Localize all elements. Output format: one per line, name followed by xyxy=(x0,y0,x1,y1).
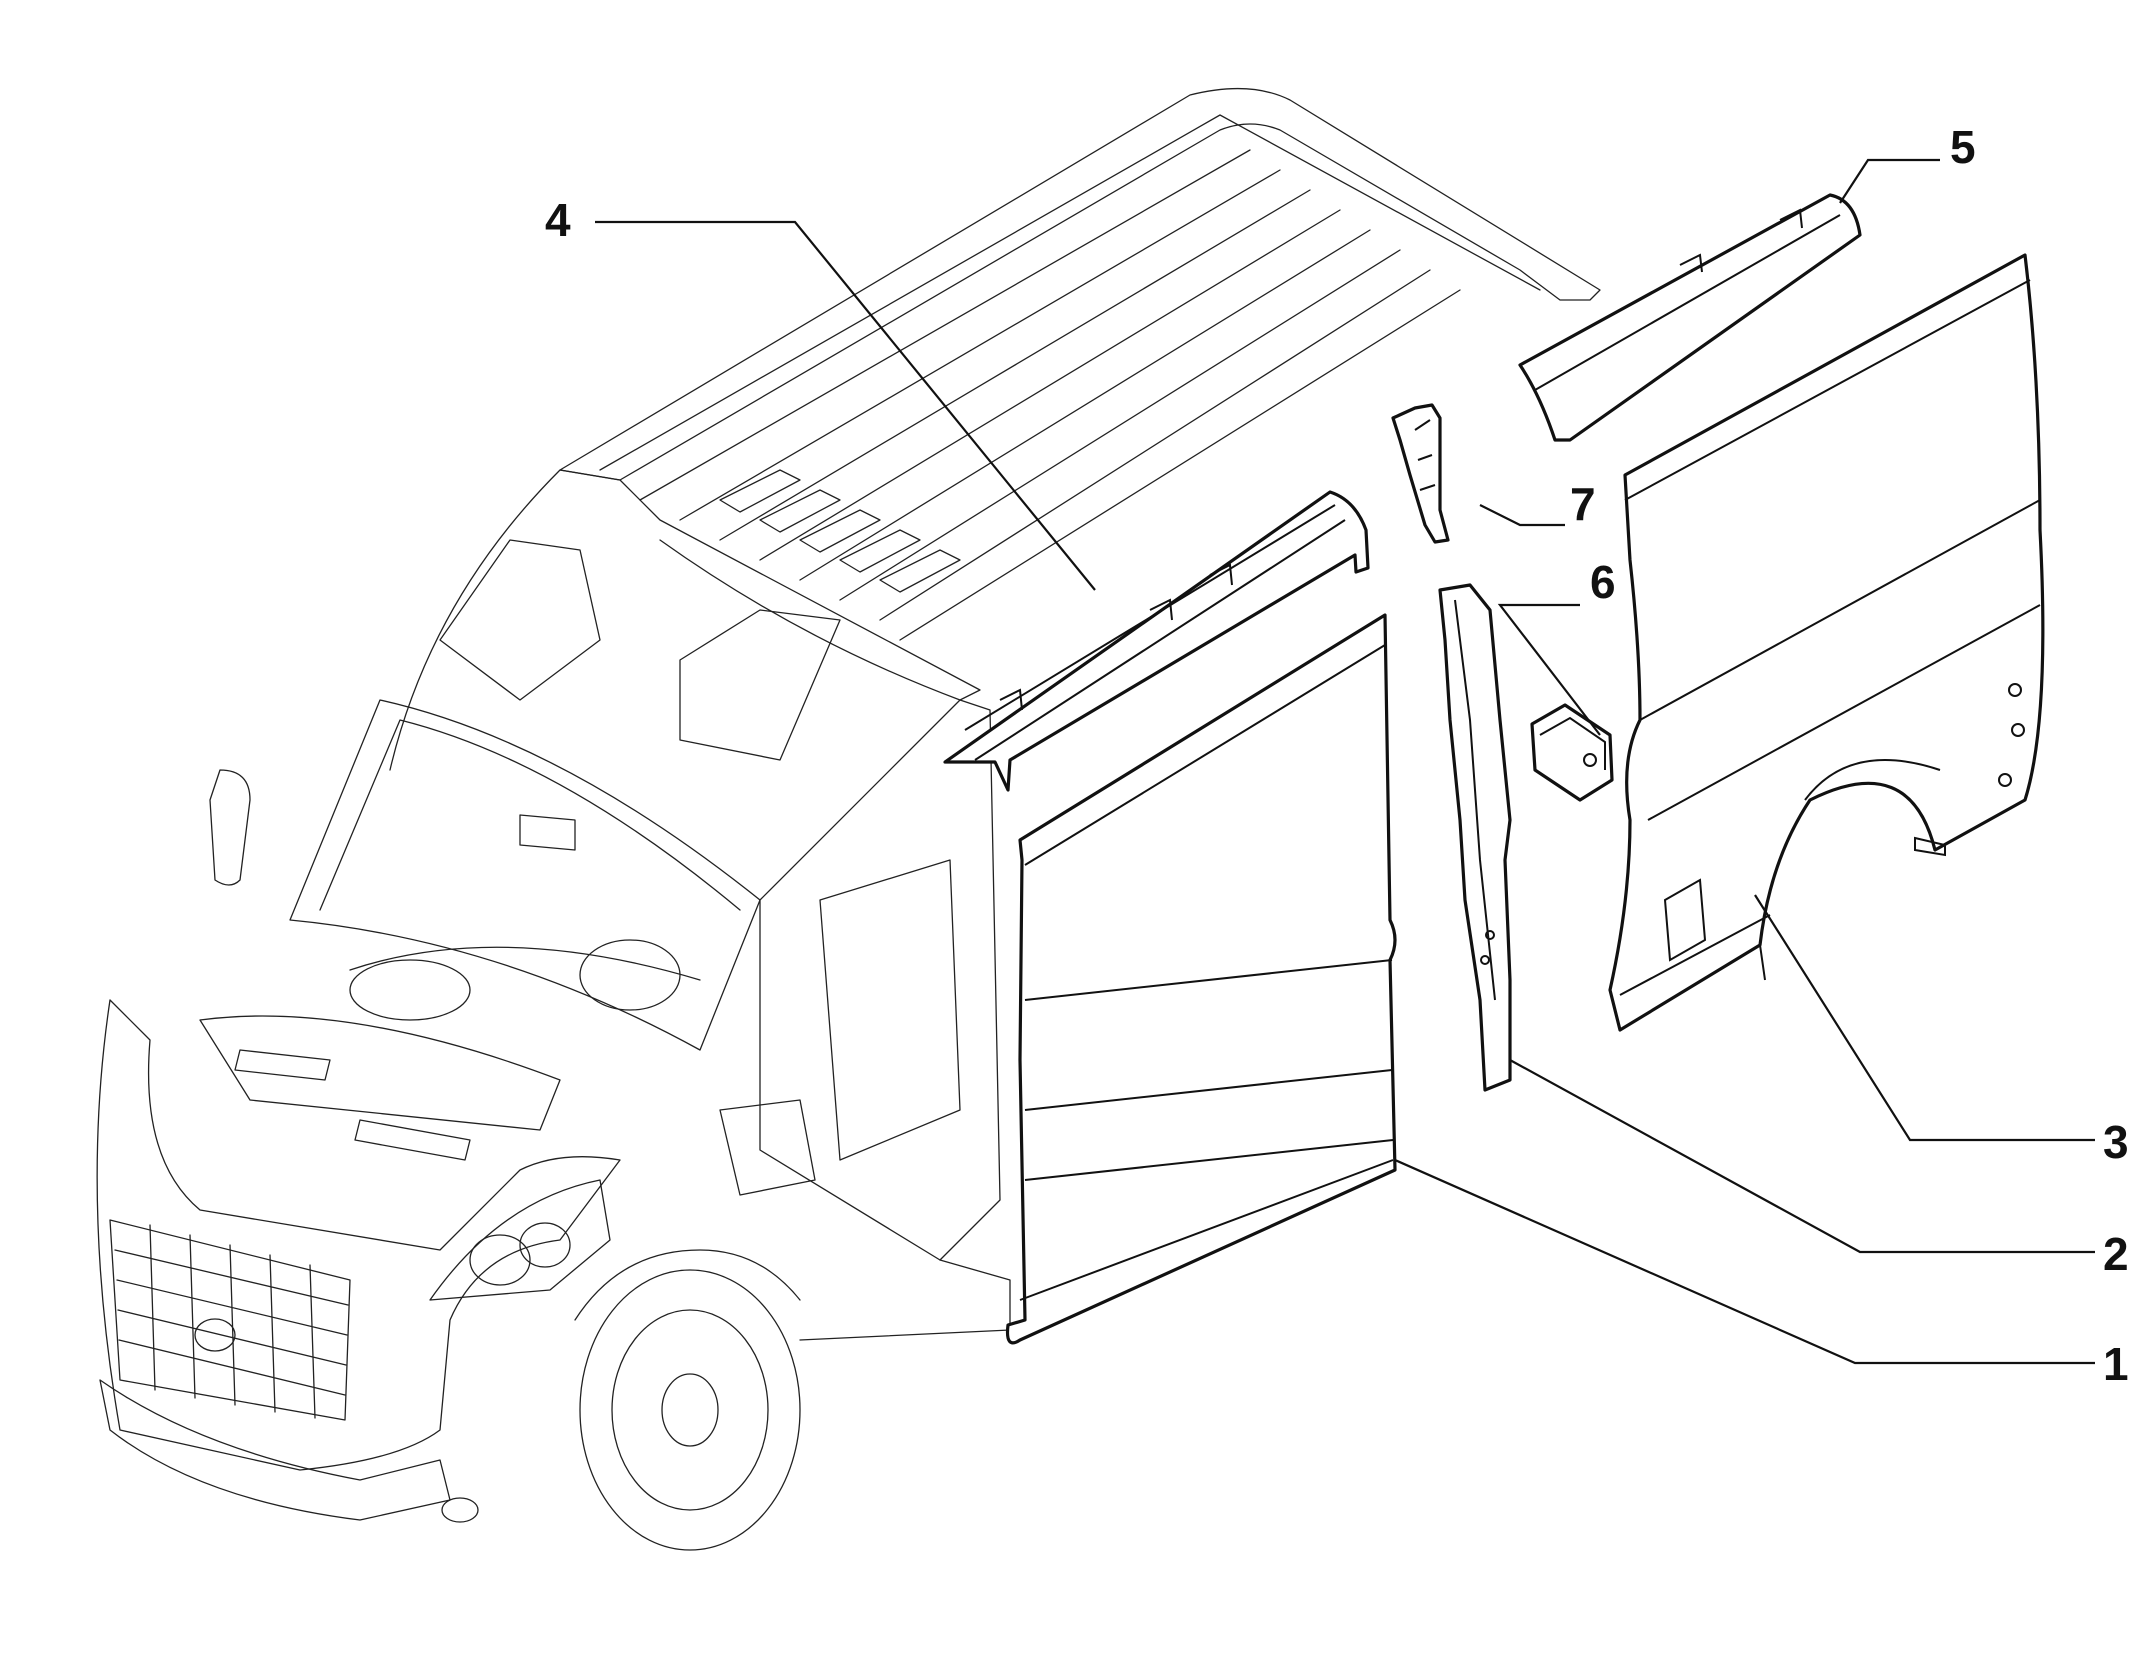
leader-5 xyxy=(1839,158,1940,204)
part-6-block xyxy=(1530,703,1614,802)
callout-1: 1 xyxy=(2103,1338,2129,1390)
part-7-bracket xyxy=(1391,403,1450,544)
callout-7: 7 xyxy=(1570,478,1596,530)
part-2-pillar xyxy=(1438,583,1512,1092)
van-illustration xyxy=(96,87,1601,1551)
part-1-side-panel xyxy=(1005,613,1397,1345)
callout-3: 3 xyxy=(2103,1116,2129,1168)
callout-2: 2 xyxy=(2103,1228,2129,1280)
leader-2 xyxy=(1509,1059,2095,1254)
leader-3 xyxy=(1754,894,2095,1142)
leader-1 xyxy=(1394,1158,2095,1365)
leader-4 xyxy=(595,220,1096,591)
callout-6: 6 xyxy=(1590,556,1616,608)
callout-numbers: 1 2 3 4 5 6 7 xyxy=(545,121,2129,1390)
callout-4: 4 xyxy=(545,194,571,246)
leader-7 xyxy=(1479,504,1565,527)
leader-lines xyxy=(595,158,2095,1365)
leader-6 xyxy=(1497,603,1601,736)
callout-5: 5 xyxy=(1950,121,1976,173)
part-4-upper-rail xyxy=(943,490,1370,792)
part-3-rear-panel xyxy=(1608,253,2045,1032)
